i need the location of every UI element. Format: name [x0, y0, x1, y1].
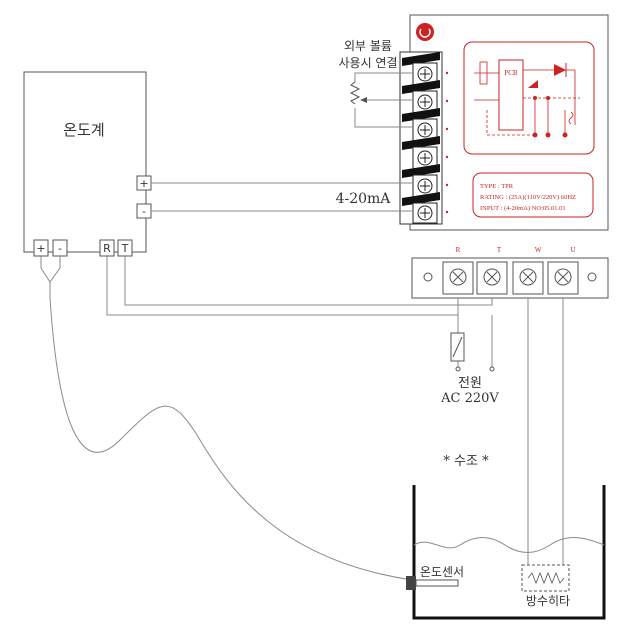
external-volume-label: 사용시 연결 — [338, 56, 397, 70]
terminal-screw-icon — [402, 164, 440, 198]
power-wire-t — [124, 256, 493, 306]
info-line: TYPE : TPR — [480, 183, 514, 190]
potentiometer-icon — [349, 72, 412, 128]
bottom-terminal-label: W — [535, 246, 542, 254]
sensor-cable — [49, 297, 413, 581]
terminal-screw-icon — [547, 261, 579, 295]
thermometer-body — [23, 71, 147, 253]
heater-label: 방수히타 — [526, 594, 570, 608]
heater-icon — [521, 564, 570, 592]
thermometer-unit: 온도계 + - + - R T — [23, 71, 152, 257]
water-tank: * 수조 * — [412, 454, 606, 620]
terminal-screw-icon — [476, 261, 508, 295]
power-terminal-block — [411, 257, 609, 299]
thermometer-bottom-terminal-label: R — [103, 242, 111, 255]
pcb-schematic: PCB — [463, 41, 595, 155]
power-wire-r — [106, 256, 459, 316]
tank-title: * 수조 * — [443, 454, 489, 469]
signal-label: 4-20mA — [336, 191, 392, 207]
sensor-label: 온도센서 — [420, 565, 464, 579]
power-indicator-icon — [416, 23, 434, 41]
terminal-strip — [399, 51, 443, 225]
terminal-screw-icon — [442, 261, 474, 295]
bottom-terminal-label: R — [456, 246, 461, 254]
terminal-screw-icon — [402, 192, 440, 224]
rating-info-box: TYPE : TPR RATING : (25A)(110V/220V) 60H… — [472, 172, 594, 218]
power-label: 전원 — [458, 376, 482, 391]
terminal-screw-icon — [402, 136, 440, 170]
thermometer-bottom-terminal-label: T — [121, 242, 129, 255]
thermometer-bottom-terminal-label: - — [58, 242, 62, 255]
temperature-sensor-icon — [406, 576, 459, 590]
thermometer-minus-label: - — [142, 205, 146, 218]
pcb-label: PCB — [504, 69, 518, 77]
thermometer-plus-label: + — [139, 177, 148, 190]
sensor-cable-split — [40, 256, 61, 298]
thermometer-title: 온도계 — [63, 121, 104, 139]
terminal-screw-icon — [512, 261, 544, 295]
info-line: INPUT : (4-20mA) NO:05.01.01 — [480, 205, 566, 212]
power-voltage-label: AC 220V — [440, 391, 499, 406]
controller-unit: PCB TYPE : TPR RATING : ( — [399, 14, 609, 299]
thermometer-bottom-terminal-label: + — [36, 242, 45, 255]
thyristor-icon — [554, 64, 566, 76]
external-volume-label: 외부 볼륨 — [344, 39, 392, 53]
terminal-markers — [445, 71, 449, 214]
bottom-terminal-label: T — [497, 246, 502, 254]
fuse-icon — [450, 332, 465, 362]
bottom-terminal-label: U — [570, 246, 575, 254]
info-line: RATING : (25A)(110V/220V) 60HZ — [480, 194, 576, 201]
